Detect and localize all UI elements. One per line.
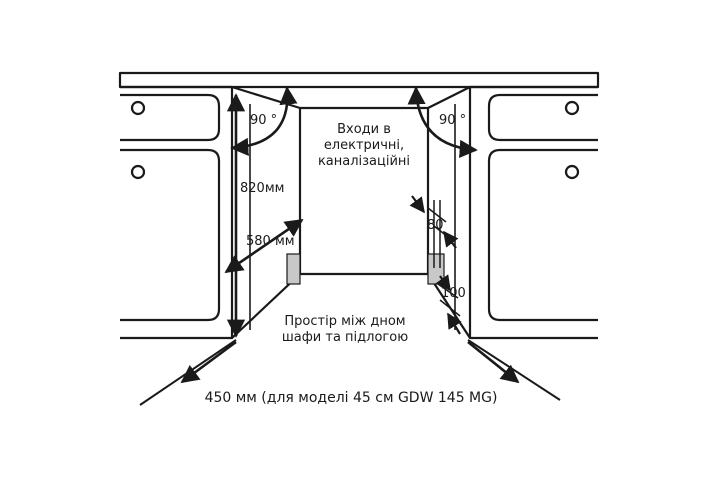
inlets-label-line-1: Входи в xyxy=(337,122,391,137)
floor-space-label-line-2: шафи та підлогою xyxy=(282,330,408,345)
dim-100-label: 100 xyxy=(441,286,466,301)
angle-left-label: 90 ° xyxy=(250,113,277,128)
dimension-arrows xyxy=(180,86,520,384)
depth-arrow xyxy=(224,218,304,274)
inlets-label-line-2: електричні, xyxy=(324,138,404,153)
inlet-patches xyxy=(286,253,445,285)
door-angle-right-arrow xyxy=(407,86,478,158)
countertop xyxy=(118,71,600,89)
dim-ticks xyxy=(427,200,461,317)
dim-100-arrows xyxy=(435,274,462,335)
floor-space-label-line-1: Простір між дном xyxy=(284,314,405,329)
text-labels: 90 ° 90 ° 820мм 580 мм Входи в електричн… xyxy=(205,113,498,406)
dim-80-label: 80 xyxy=(427,218,444,233)
width-arrow xyxy=(180,340,520,384)
inlets-label-line-3: каналізаційні xyxy=(318,154,410,169)
left-cabinet xyxy=(120,85,234,340)
width-label: 450 мм (для моделі 45 см GDW 145 MG) xyxy=(205,390,498,406)
depth-label: 580 мм xyxy=(246,234,295,249)
angle-right-label: 90 ° xyxy=(439,113,466,128)
right-cabinet xyxy=(468,85,598,340)
height-label: 820мм xyxy=(240,181,284,196)
door-angle-left-arrow xyxy=(230,86,298,156)
